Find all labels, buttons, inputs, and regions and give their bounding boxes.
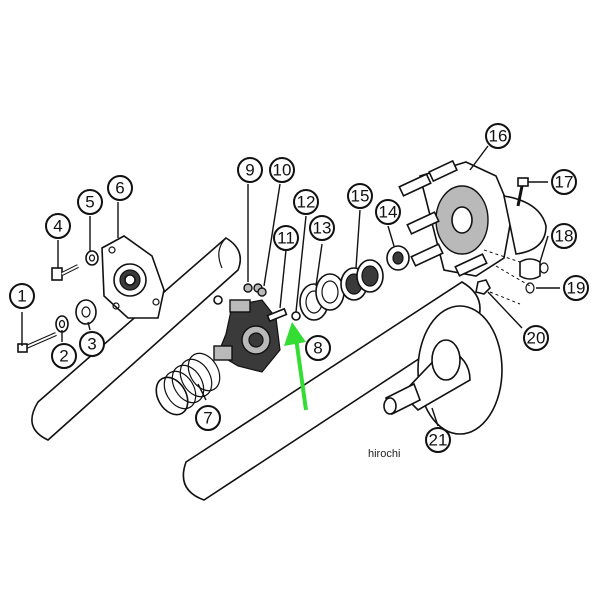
callout-1: 1 — [9, 283, 35, 309]
callout-17: 17 — [551, 169, 577, 195]
washer-5 — [85, 250, 99, 266]
callout-1-label: 1 — [17, 287, 26, 306]
callout-16-label: 16 — [489, 127, 508, 146]
callout-12: 12 — [293, 189, 319, 215]
pin-11 — [266, 307, 288, 323]
nut-20 — [475, 279, 491, 295]
spring-7 — [155, 352, 221, 416]
callout-4-label: 4 — [53, 217, 62, 236]
callout-3-label: 3 — [87, 335, 96, 354]
callout-10: 10 — [269, 157, 295, 183]
callout-5-label: 5 — [85, 193, 94, 212]
cover-16 — [398, 159, 547, 277]
fixed-sheave-plate — [101, 235, 165, 319]
callout-8-label: 8 — [313, 339, 322, 358]
callout-21-label: 21 — [429, 431, 448, 450]
callout-3: 3 — [79, 331, 105, 357]
movable-sheave-21 — [383, 305, 503, 435]
callout-14-label: 14 — [379, 203, 398, 222]
callout-11-label: 11 — [277, 229, 295, 248]
callout-18-label: 18 — [555, 227, 574, 246]
highlight-arrow — [284, 322, 308, 411]
callout-15: 15 — [347, 183, 373, 209]
pin-9-10 — [243, 283, 267, 297]
screw-4 — [51, 264, 79, 281]
callout-19: 19 — [563, 275, 589, 301]
upper-shaft-tube — [31, 237, 242, 441]
callout-11: 11 — [273, 225, 299, 251]
callout-5: 5 — [77, 189, 103, 215]
leader-lines — [21, 145, 560, 427]
callout-9: 9 — [237, 157, 263, 183]
callout-14: 14 — [375, 199, 401, 225]
callout-13: 13 — [309, 215, 335, 241]
callout-7: 7 — [195, 405, 221, 431]
callout-18: 18 — [551, 223, 577, 249]
watermark-text: hirochi — [368, 448, 401, 460]
callout-15-label: 15 — [351, 187, 370, 206]
bushing-14 — [386, 245, 410, 271]
washer-2 — [55, 315, 69, 333]
callout-6-label: 6 — [115, 179, 124, 198]
callout-10-label: 10 — [273, 161, 292, 180]
weight-18-19 — [519, 258, 549, 294]
callout-21: 21 — [425, 427, 451, 453]
callout-7-label: 7 — [203, 409, 212, 428]
callout-2-label: 2 — [59, 347, 68, 366]
callout-9-label: 9 — [245, 161, 254, 180]
callout-6: 6 — [107, 175, 133, 201]
ring-12 — [291, 311, 301, 321]
callout-12-label: 12 — [297, 193, 316, 212]
callout-13-label: 13 — [313, 219, 332, 238]
callout-4: 4 — [45, 213, 71, 239]
washer-13 — [299, 273, 345, 321]
callout-2: 2 — [51, 343, 77, 369]
callout-17-label: 17 — [555, 173, 574, 192]
callout-16: 16 — [485, 123, 511, 149]
bolt-1 — [17, 332, 57, 353]
seal-15 — [340, 259, 384, 301]
callout-8: 8 — [305, 335, 331, 361]
spider-hub — [213, 295, 281, 373]
callout-20: 20 — [523, 325, 549, 351]
callout-19-label: 19 — [567, 279, 586, 298]
callout-20-label: 20 — [527, 329, 546, 348]
washer-3 — [75, 299, 97, 325]
